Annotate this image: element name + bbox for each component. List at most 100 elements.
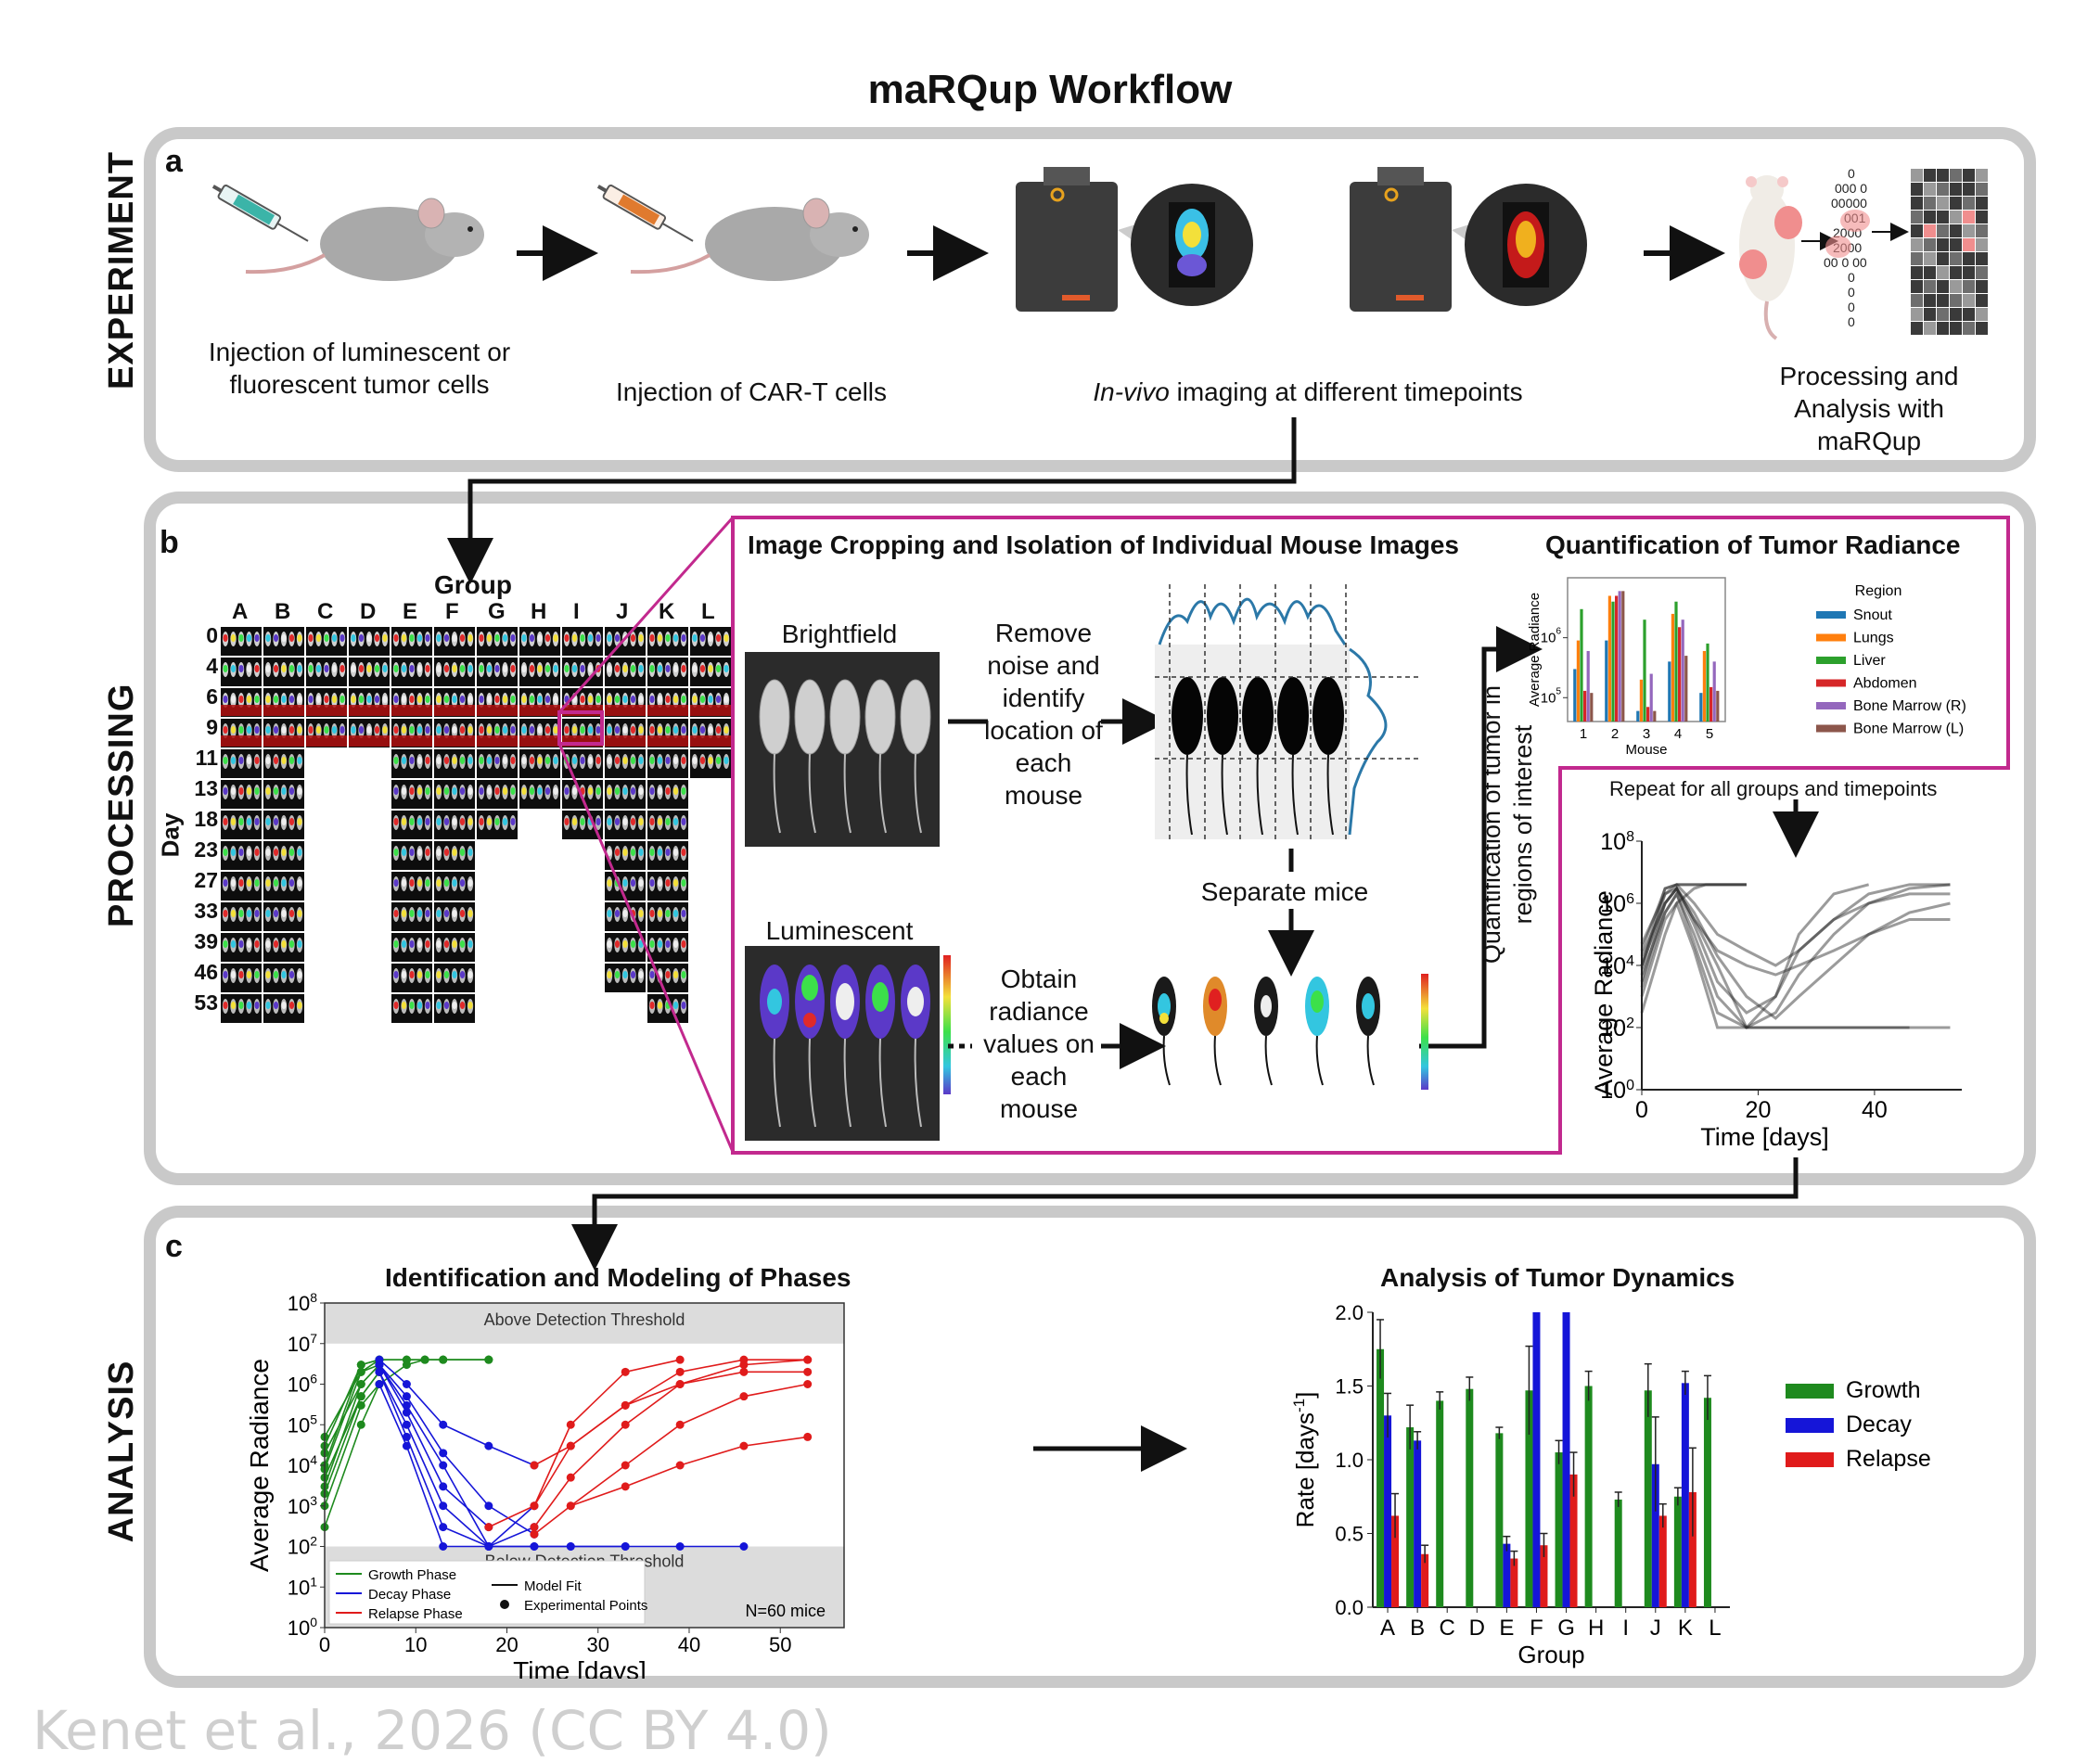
mouse-signal (657, 940, 663, 948)
dynamics-xtick-J: J (1650, 1616, 1661, 1641)
mouse-signal (529, 757, 535, 764)
matrix-cell (1924, 238, 1936, 251)
mouse-signal (265, 696, 271, 703)
mouse-signal (393, 665, 399, 672)
mouse-signal (401, 1002, 407, 1009)
mouse-signal (692, 696, 698, 703)
mouse-signal (246, 910, 252, 917)
luminescent-image (745, 946, 951, 1141)
dynamics-bar-relapse-E (1510, 1558, 1518, 1607)
matrix-cell (1963, 322, 1975, 335)
mouse-signal (238, 634, 244, 642)
step4-caption: Processing and Analysis with maRQup (1779, 362, 1959, 455)
region-bar-snout-1 (1573, 669, 1577, 722)
dynamics-ytick-label: 2.0 (1335, 1301, 1364, 1324)
relapse-point (621, 1400, 630, 1410)
mouse-signal (544, 665, 551, 672)
mouse-signal (467, 910, 473, 917)
mouse-signal (564, 665, 570, 672)
matrix-cell (1937, 322, 1949, 335)
mouse-signal (273, 940, 279, 948)
matrix-cell (1911, 211, 1923, 224)
mouse-image-grid (221, 627, 731, 1023)
mouse-signal (281, 634, 287, 642)
dynamics-bar-growth-E (1495, 1433, 1504, 1607)
mouse-signal (273, 726, 279, 734)
mouse-signal (273, 1002, 279, 1009)
mouse-signal (230, 1002, 237, 1009)
dynamics-title: Analysis of Tumor Dynamics (1380, 1263, 1735, 1292)
mouse-signal (223, 849, 228, 856)
mouse-signal (537, 634, 543, 642)
mouse-signal (238, 696, 244, 703)
dynamics-bar-decay-B (1414, 1440, 1422, 1607)
mouse-signal (366, 696, 372, 703)
region-bar-bone-marrow-r--3 (1649, 673, 1653, 722)
mouse-signal (672, 787, 679, 795)
mouse-signal (494, 726, 500, 734)
mouse-signal (459, 940, 466, 948)
mouse-signal (494, 757, 500, 764)
timeline-xtick-label: 40 (1862, 1097, 1888, 1123)
phases-xtick-label: 0 (319, 1633, 330, 1656)
phases-xtick-label: 20 (495, 1633, 518, 1656)
dynamics-bar-growth-C (1436, 1400, 1444, 1607)
dynamics-xtick-L: L (1709, 1616, 1721, 1641)
relapse-point (530, 1461, 539, 1470)
mouse-signal (649, 1002, 655, 1009)
mouse-signal (443, 971, 450, 978)
mouse-signal (672, 726, 679, 734)
mouse-signal (288, 696, 295, 703)
matrix-cell (1937, 280, 1949, 293)
mouse-signal (571, 757, 578, 764)
matrix-cell (1976, 224, 1988, 237)
mouse-signal (614, 787, 621, 795)
mouse-signal (607, 665, 612, 672)
dynamics-xtick-C: C (1440, 1616, 1455, 1641)
matrix-cell (1963, 294, 1975, 307)
mouse-signal (479, 696, 484, 703)
mouse-signal (486, 665, 493, 672)
mouse-signal (649, 818, 655, 825)
mouse-signal (665, 787, 671, 795)
mouse-signal (223, 1002, 228, 1009)
group-letter-G: G (488, 599, 506, 624)
mouse-signal (587, 696, 594, 703)
mouse-signal (638, 787, 644, 795)
relapse-point (803, 1432, 813, 1441)
mouse-signal (393, 971, 399, 978)
mouse-signal (382, 696, 388, 703)
timeline-ytick-label: 108 (1600, 829, 1634, 855)
mouse-signal (529, 665, 535, 672)
day-label-27: 27 (194, 868, 218, 892)
phases-ytick-label: 101 (288, 1574, 317, 1599)
dynamics-bar-growth-A (1377, 1348, 1385, 1607)
timeline-xtick-label: 0 (1635, 1097, 1648, 1123)
mouse-signal (265, 1002, 271, 1009)
mouse-signal (401, 940, 407, 948)
timeline-ytick-label: 100 (1600, 1078, 1634, 1104)
mouse-signal (238, 665, 244, 672)
phases-xtick-label: 10 (404, 1633, 427, 1656)
mouse-signal (246, 726, 252, 734)
mouse-signal (681, 634, 686, 642)
matrix-cell (1963, 280, 1975, 293)
mouse-signal (452, 879, 457, 887)
mouse-signal (708, 757, 713, 764)
mouse-signal (479, 787, 484, 795)
region-xtick-1: 1 (1580, 726, 1587, 742)
mouse-signal (297, 910, 302, 917)
mouse-signal (510, 665, 516, 672)
matrix-cell (1924, 169, 1936, 182)
mouse-signal-band (477, 735, 518, 747)
mouse-signal (409, 849, 415, 856)
mouse-signal (223, 787, 228, 795)
mouse-signal (681, 726, 686, 734)
day-label-23: 23 (194, 837, 218, 862)
mouse-signal (607, 634, 612, 642)
mouse-signal (723, 665, 729, 672)
mouse-signal (622, 757, 628, 764)
mouse-signal (553, 757, 558, 764)
relapse-point (739, 1441, 749, 1450)
